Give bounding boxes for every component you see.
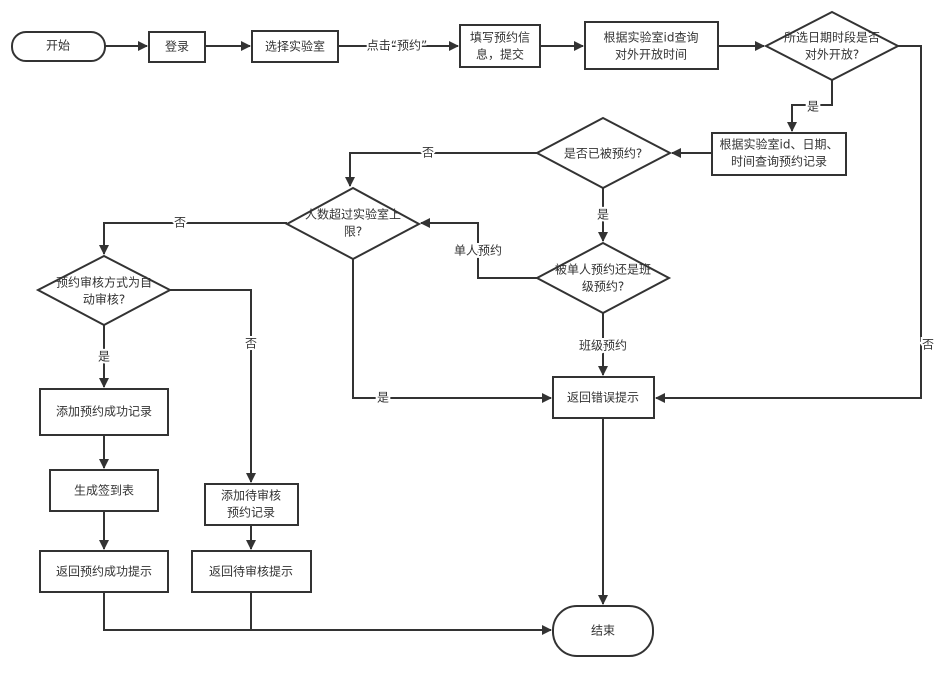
label-class: 班级预约	[579, 338, 627, 353]
node-gen-signin: 生成签到表	[49, 469, 159, 512]
label-single: 单人预约	[454, 243, 502, 258]
node-select-lab: 选择实验室	[251, 30, 339, 63]
node-is-booked: 是否已被预约?	[534, 116, 673, 190]
edge-open-no	[655, 45, 922, 403]
label-open-yes: 是	[807, 100, 819, 114]
node-over-limit-line2: 限?	[344, 225, 362, 239]
node-query-records-line1: 根据实验室id、日期、	[720, 137, 839, 152]
node-query-open-line2: 对外开放时间	[615, 47, 687, 62]
node-add-pending-line2: 预约记录	[227, 505, 275, 520]
node-start-text: 开始	[46, 39, 70, 53]
label-booked-no: 否	[422, 146, 434, 160]
label-click-book: 点击“预约”	[367, 38, 427, 53]
node-single-or-class: 被单人预约还是班 级预约?	[534, 241, 672, 315]
label-auto-yes: 是	[98, 350, 110, 364]
node-return-pending: 返回待审核提示	[191, 550, 312, 593]
node-auto-review: 预约审核方式为自 动审核?	[35, 254, 173, 327]
node-login-text: 登录	[165, 39, 189, 54]
node-fill-info: 填写预约信 息，提交	[459, 24, 541, 68]
edge-limit-yes	[352, 259, 552, 403]
node-error: 返回错误提示	[552, 376, 655, 419]
node-gen-signin-text: 生成签到表	[74, 483, 134, 498]
edge-booked-no	[345, 152, 537, 187]
node-return-success: 返回预约成功提示	[39, 550, 169, 593]
label-booked-yes: 是	[597, 208, 609, 222]
node-add-success-text: 添加预约成功记录	[56, 404, 152, 419]
node-auto-review-line2: 动审核?	[83, 292, 125, 307]
label-limit-no: 否	[174, 216, 186, 230]
node-single-or-class-line2: 级预约?	[582, 279, 624, 294]
node-start: 开始	[11, 31, 106, 62]
node-add-success: 添加预约成功记录	[39, 388, 169, 436]
node-is-open-line2: 对外开放?	[805, 47, 859, 62]
node-error-text: 返回错误提示	[567, 390, 639, 405]
label-limit-yes: 是	[377, 391, 389, 405]
node-query-open: 根据实验室id查询 对外开放时间	[584, 21, 719, 70]
node-query-records-line2: 时间查询预约记录	[731, 154, 827, 169]
node-select-lab-text: 选择实验室	[265, 39, 325, 54]
node-fill-info-line1: 填写预约信	[470, 30, 530, 45]
label-open-no: 否	[922, 338, 934, 352]
node-login: 登录	[148, 31, 206, 63]
edge-auto-no	[170, 289, 256, 483]
node-query-open-line1: 根据实验室id查询	[604, 30, 699, 45]
node-end: 结束	[552, 605, 654, 657]
node-return-success-text: 返回预约成功提示	[56, 564, 152, 579]
edge-limit-no	[99, 222, 287, 255]
edge-open-yes	[787, 80, 833, 132]
node-query-records: 根据实验室id、日期、 时间查询预约记录	[711, 132, 847, 176]
node-over-limit: 人数超过实验室上 限?	[284, 186, 422, 261]
edges	[99, 41, 922, 635]
node-add-pending: 添加待审核 预约记录	[204, 483, 299, 526]
node-is-open: 所选日期时段是否 对外开放?	[763, 10, 901, 82]
node-add-pending-line1: 添加待审核	[221, 488, 281, 503]
label-auto-no: 否	[245, 337, 257, 351]
node-over-limit-line1: 人数超过实验室上	[305, 207, 401, 222]
node-auto-review-line1: 预约审核方式为自	[56, 275, 152, 290]
node-is-booked-text: 是否已被预约?	[564, 146, 642, 161]
node-end-text: 结束	[591, 624, 615, 638]
node-return-pending-text: 返回待审核提示	[209, 564, 293, 579]
edge-single	[420, 218, 537, 279]
node-is-open-line1: 所选日期时段是否	[784, 30, 880, 45]
edge-success-end	[103, 592, 552, 635]
node-single-or-class-line1: 被单人预约还是班	[555, 262, 651, 277]
node-fill-info-line2: 息，提交	[476, 47, 524, 62]
